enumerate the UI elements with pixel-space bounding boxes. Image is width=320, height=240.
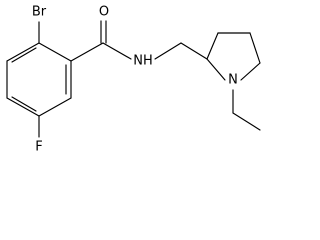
- bond: [249, 32, 261, 64]
- benzene-ring: [6, 42, 72, 117]
- atom-label-n: N: [228, 73, 238, 88]
- atom-label-f: F: [35, 140, 42, 155]
- atom-label-nh: NH: [133, 54, 153, 69]
- bond-ch2-ring: [180, 42, 208, 60]
- bond: [206, 32, 219, 60]
- bond: [240, 62, 261, 81]
- bond-carbonyl-n: [102, 42, 132, 60]
- bond-ethyl: [232, 112, 261, 131]
- bond: [206, 58, 226, 81]
- atom-label-o: O: [99, 5, 109, 20]
- double-bond-inner: [11, 47, 37, 63]
- structure-diagram: Br F O NH N: [6, 5, 261, 155]
- bond: [6, 42, 40, 62]
- bond: [38, 97, 72, 117]
- bond: [6, 97, 40, 117]
- atom-label-br: Br: [32, 5, 47, 20]
- double-bond-inner: [11, 96, 37, 112]
- pyrrolidine-ring: [206, 32, 261, 81]
- bond: [38, 42, 72, 62]
- bond-n-ch2: [154, 42, 182, 60]
- bond-ring-carbonyl: [70, 42, 104, 62]
